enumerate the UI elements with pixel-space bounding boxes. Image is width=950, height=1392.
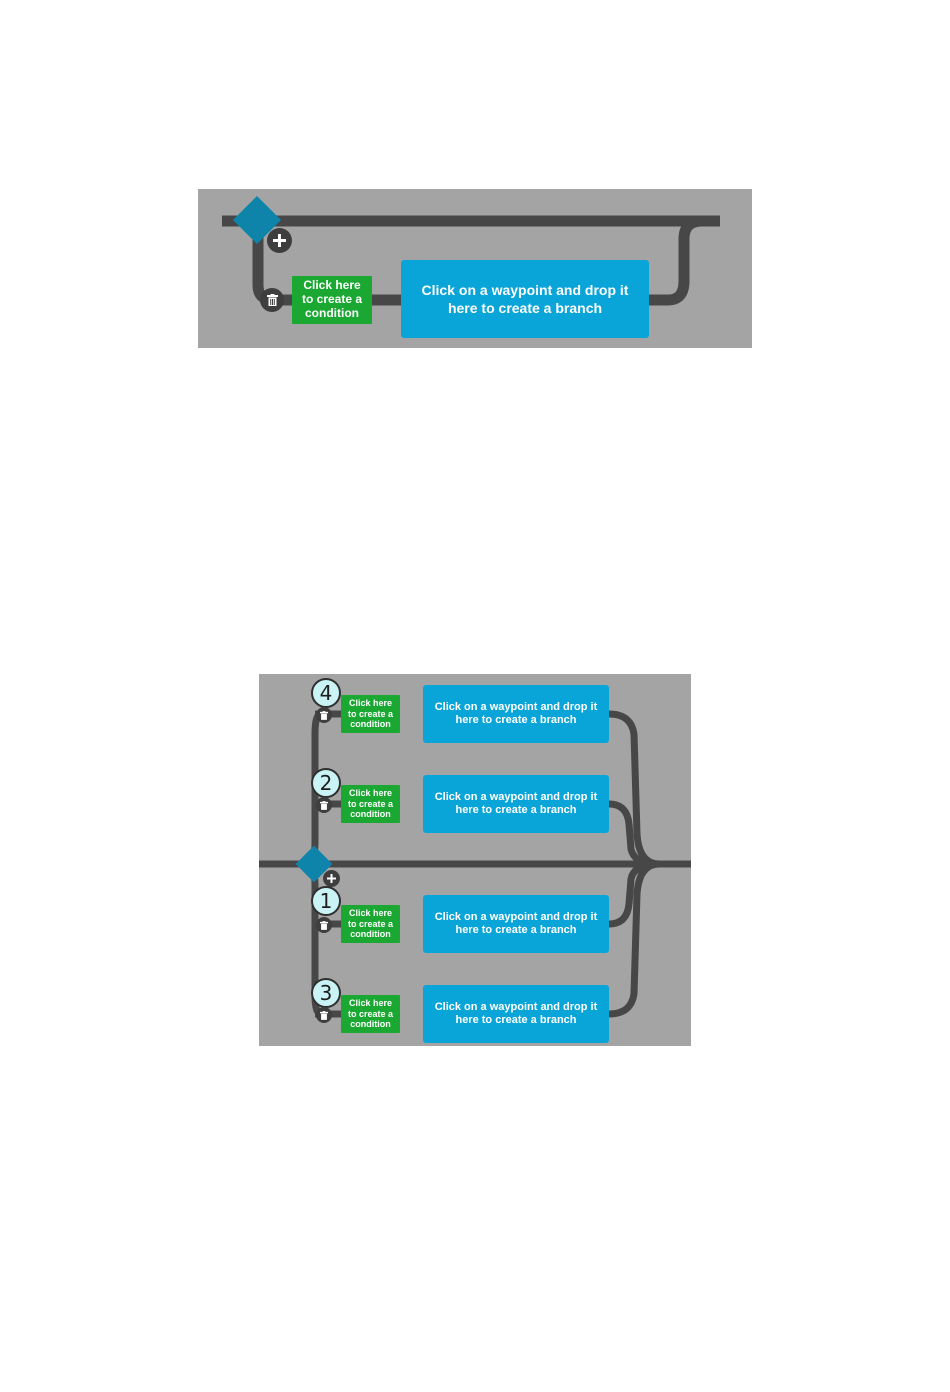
create-condition-button[interactable]: Click here to create a condition [292,276,372,324]
plus-icon [273,234,286,247]
multi-branch-panel: 4 Click here to create a condition Click… [259,674,691,1046]
trash-icon [320,800,328,810]
branch-order-badge: 3 [311,978,341,1008]
create-condition-button[interactable]: Click here to create a condition [341,995,400,1033]
add-branch-button[interactable] [323,870,340,887]
trash-icon [320,1010,328,1020]
branch-drop-zone[interactable]: Click on a waypoint and drop it here to … [423,775,609,833]
plus-icon [327,874,336,883]
single-branch-panel: Click here to create a condition Click o… [198,189,752,348]
delete-branch-button[interactable] [316,1007,332,1023]
create-condition-button[interactable]: Click here to create a condition [341,785,400,823]
branch-drop-zone[interactable]: Click on a waypoint and drop it here to … [423,895,609,953]
delete-branch-button[interactable] [316,917,332,933]
branch-order-badge: 2 [311,768,341,798]
trash-icon [320,710,328,720]
wire-right-4 [608,710,660,868]
branch-order-badge: 1 [311,886,341,916]
branch-drop-zone[interactable]: Click on a waypoint and drop it here to … [423,685,609,743]
wire-right-3 [608,860,660,1018]
trash-icon [266,294,278,306]
branch-drop-zone[interactable]: Click on a waypoint and drop it here to … [401,260,649,338]
add-branch-button[interactable] [267,228,292,253]
create-condition-button[interactable]: Click here to create a condition [341,695,400,733]
branch-wire-right [648,215,720,306]
delete-branch-button[interactable] [316,707,332,723]
delete-branch-button[interactable] [260,288,284,312]
create-condition-button[interactable]: Click here to create a condition [341,905,400,943]
trash-icon [320,920,328,930]
delete-branch-button[interactable] [316,797,332,813]
branch-drop-zone[interactable]: Click on a waypoint and drop it here to … [423,985,609,1043]
branch-order-badge: 4 [311,678,341,708]
